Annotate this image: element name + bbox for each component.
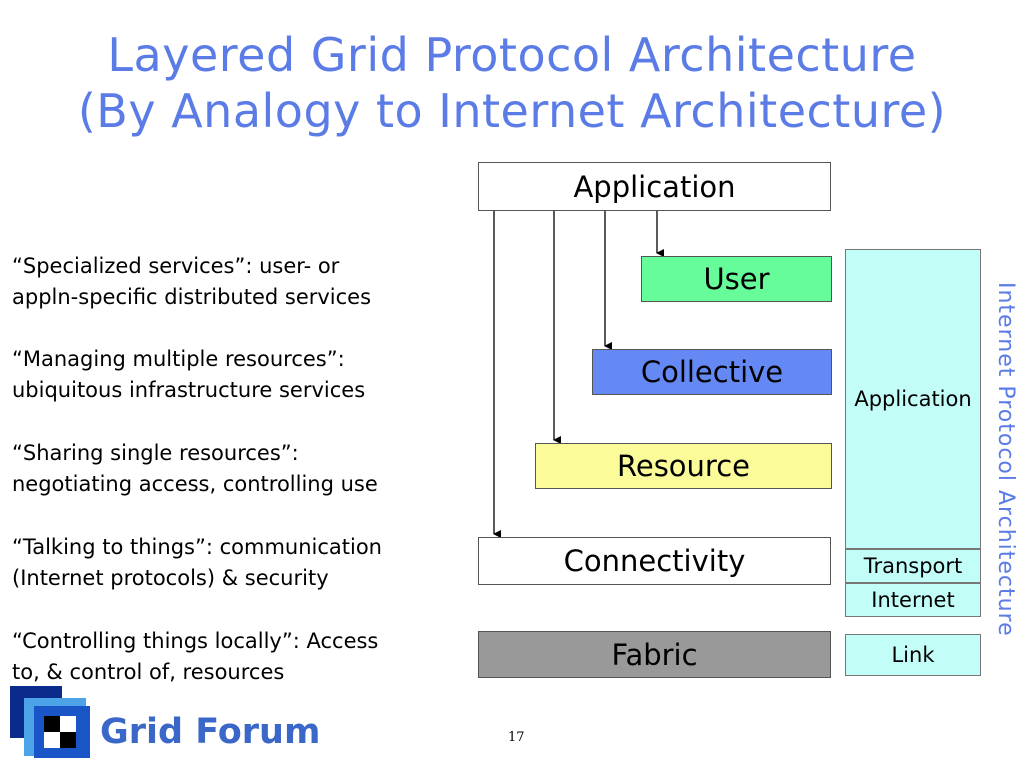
desc-line: to, & control of, resources	[12, 660, 285, 684]
desc-line: “Managing multiple resources”:	[12, 347, 345, 371]
internet-stack-label: Internet Protocol Architecture	[993, 282, 1018, 637]
layer-collective: Collective	[592, 349, 832, 395]
layer-user: User	[641, 256, 832, 302]
layer-resource: Resource	[535, 443, 832, 489]
desc-line: ubiquitous infrastructure services	[12, 378, 366, 402]
desc-line: “Specialized services”: user- or	[12, 254, 340, 278]
slide-title-line2: (By Analogy to Internet Architecture)	[77, 84, 947, 138]
desc-talking-to-things: “Talking to things”: communication (Inte…	[12, 532, 482, 594]
internet-layer-link: Link	[845, 634, 981, 676]
grid-forum-logo-text: Grid Forum	[100, 712, 321, 752]
internet-layer-internet: Internet	[845, 583, 981, 617]
desc-line: (Internet protocols) & security	[12, 566, 329, 590]
slide-title-line1: Layered Grid Protocol Architecture	[107, 28, 917, 82]
desc-line: “Sharing single resources”:	[12, 441, 299, 465]
layer-fabric: Fabric	[478, 631, 831, 678]
layer-user-label: User	[703, 262, 770, 296]
internet-layer-application-label: Application	[854, 387, 972, 411]
desc-line: “Controlling things locally”: Access	[12, 629, 379, 653]
page-number: 17	[508, 730, 525, 745]
layer-fabric-label: Fabric	[611, 637, 698, 672]
layer-collective-label: Collective	[640, 355, 784, 389]
internet-layer-link-label: Link	[891, 643, 935, 667]
desc-managing-resources: “Managing multiple resources”: ubiquitou…	[12, 344, 482, 406]
layer-connectivity: Connectivity	[478, 537, 831, 585]
grid-forum-logo-icon	[10, 686, 90, 758]
desc-controlling-locally: “Controlling things locally”: Access to,…	[12, 626, 482, 688]
desc-sharing-resources: “Sharing single resources”: negotiating …	[12, 438, 482, 500]
internet-layer-transport-label: Transport	[863, 554, 963, 578]
layer-connectivity-label: Connectivity	[563, 544, 746, 578]
internet-layer-internet-label: Internet	[871, 588, 955, 612]
layer-resource-label: Resource	[617, 449, 750, 483]
layer-application: Application	[478, 162, 831, 211]
layer-application-label: Application	[573, 169, 736, 204]
desc-line: negotiating access, controlling use	[12, 472, 378, 496]
internet-layer-transport: Transport	[845, 549, 981, 583]
internet-layer-application: Application	[845, 249, 981, 549]
desc-line: “Talking to things”: communication	[12, 535, 382, 559]
desc-line: appln-specific distributed services	[12, 285, 372, 309]
desc-specialized-services: “Specialized services”: user- or appln-s…	[12, 251, 482, 313]
